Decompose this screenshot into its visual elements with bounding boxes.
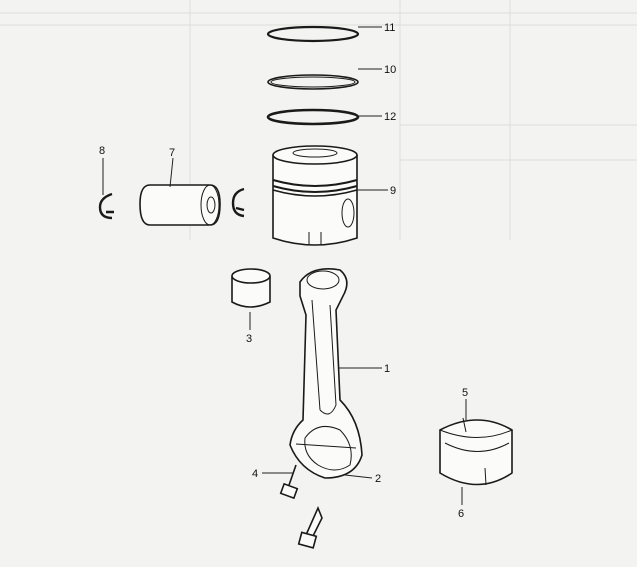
callout-10: 10 [384,64,396,76]
rod-bolt-lower [297,505,323,549]
callout-11: 11 [384,22,395,34]
piston [272,145,358,246]
callout-6: 6 [458,508,464,520]
callout-3: 3 [246,333,252,345]
callout-4: 4 [252,468,258,480]
callout-9: 9 [390,185,396,197]
small-end-bushing [231,268,271,308]
piston-pin [139,184,221,226]
callout-12: 12 [384,111,396,123]
background-grid [0,0,637,240]
callout-2: 2 [375,473,381,485]
leader-lines [102,26,467,505]
callout-1: 1 [384,363,390,375]
ring-11 [266,25,360,43]
ring-10 [267,74,359,90]
bearing-shells [439,417,513,486]
circlip-8 [98,192,114,220]
connecting-rod [289,268,363,479]
callout-8: 8 [99,145,105,157]
rod-bolt-upper [279,464,299,500]
ring-12 [266,108,360,126]
callout-5: 5 [462,387,468,399]
circlip-right [231,187,245,218]
callout-7: 7 [169,147,175,159]
